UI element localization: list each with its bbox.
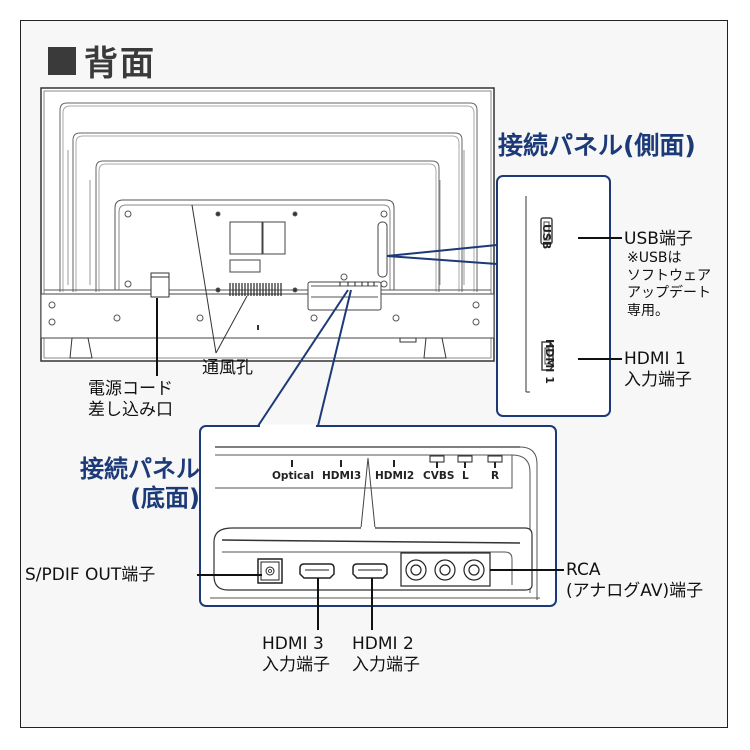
bottom-panel-heading: 接続パネル (底面) bbox=[40, 455, 200, 513]
spdif-label: S/PDIF OUT端子 bbox=[25, 565, 156, 585]
printed-label-r: R bbox=[491, 470, 500, 482]
side-panel-box bbox=[496, 175, 622, 417]
usb-printed-label: USB bbox=[540, 224, 553, 250]
usb-note-line4: 専用。 bbox=[627, 302, 669, 319]
usb-port-label: USB端子 bbox=[624, 229, 693, 249]
title-text: 背面 bbox=[84, 44, 156, 84]
bottom-heading-line2: (底面) bbox=[130, 483, 200, 512]
usb-note-line2: ソフトウェア bbox=[627, 267, 711, 284]
hdmi1-label-line1: HDMI 1 bbox=[624, 349, 686, 369]
bottom-heading-line1: 接続パネル bbox=[80, 455, 200, 483]
printed-label-cvbs: CVBS bbox=[423, 470, 455, 482]
vent-slots bbox=[229, 283, 282, 296]
usb-note: ※USBは ソフトウェア アップデート 専用。 bbox=[627, 250, 711, 320]
side-port-strip bbox=[377, 221, 388, 278]
hdmi1-printed-label: HDMI 1 bbox=[543, 339, 556, 384]
hdmi3-port-icon bbox=[299, 563, 335, 579]
stand-right bbox=[423, 337, 447, 359]
side-panel-heading: 接続パネル(側面) bbox=[498, 131, 696, 160]
hdmi1-label-line2: 入力端子 bbox=[624, 369, 692, 390]
hdmi2-label: HDMI 2 入力端子 bbox=[352, 634, 420, 675]
vent-callout-lines bbox=[191, 204, 248, 354]
power-label-line1: 電源コード bbox=[88, 379, 173, 399]
bottom-panel-box bbox=[197, 424, 564, 630]
rca-label: RCA (アナログAV)端子 bbox=[566, 560, 703, 601]
rca-label-line1: RCA bbox=[566, 560, 601, 580]
optical-port-icon bbox=[257, 558, 283, 584]
square-bullet-icon bbox=[48, 46, 76, 75]
power-inlet-label: 電源コード 差し込み口 bbox=[88, 379, 173, 420]
hdmi2-label-line2: 入力端子 bbox=[352, 654, 420, 675]
rca-label-line2: (アナログAV)端子 bbox=[566, 580, 704, 601]
usb-note-line1: ※USBは bbox=[627, 250, 682, 266]
hdmi2-port-icon bbox=[352, 563, 388, 579]
hdmi1-port-label: HDMI 1 入力端子 bbox=[624, 349, 692, 390]
printed-label-hdmi2: HDMI2 bbox=[375, 470, 415, 482]
hdmi3-label-line2: 入力端子 bbox=[262, 654, 330, 675]
tv-rear-illustration bbox=[40, 87, 495, 362]
usb-note-line3: アップデート bbox=[627, 285, 711, 301]
stand-left bbox=[69, 337, 93, 359]
vents-label: 通風孔 bbox=[202, 358, 253, 378]
power-inlet bbox=[150, 272, 170, 298]
hdmi3-label: HDMI 3 入力端子 bbox=[262, 634, 330, 675]
rca-port-block bbox=[400, 552, 491, 587]
printed-label-hdmi3: HDMI3 bbox=[322, 470, 362, 482]
rca-l-jack-icon bbox=[434, 559, 456, 581]
page-title: 背面 bbox=[48, 36, 156, 85]
printed-label-optical: Optical bbox=[272, 470, 314, 482]
rca-cvbs-jack-icon bbox=[405, 559, 427, 581]
power-label-line2: 差し込み口 bbox=[88, 399, 173, 420]
printed-label-l: L bbox=[462, 470, 469, 482]
hdmi3-label-line1: HDMI 3 bbox=[262, 634, 324, 654]
rca-r-jack-icon bbox=[463, 559, 485, 581]
hdmi2-label-line1: HDMI 2 bbox=[352, 634, 414, 654]
